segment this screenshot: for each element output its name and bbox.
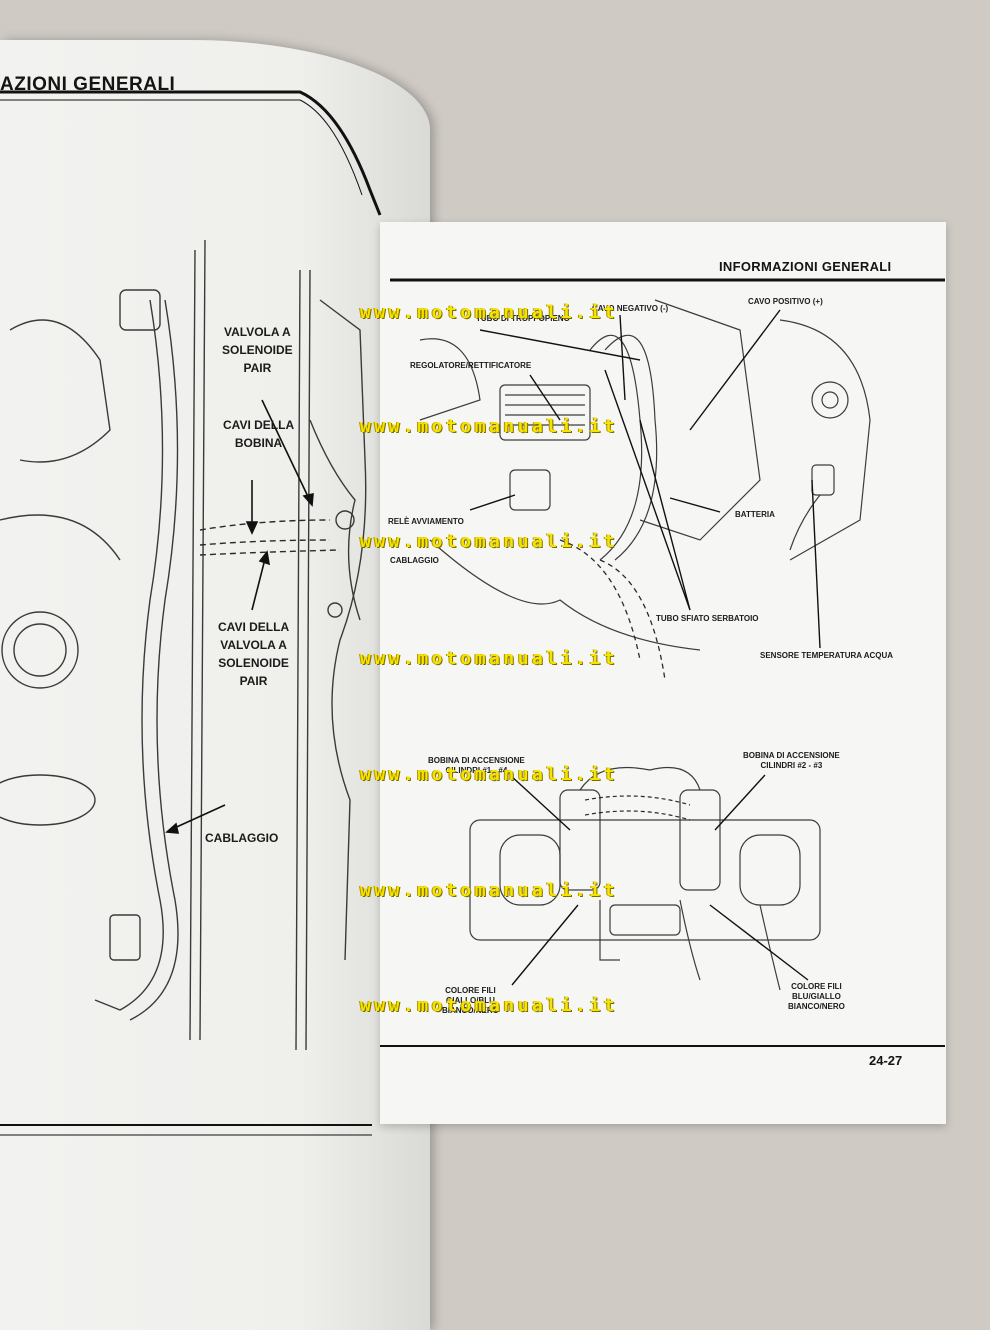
label-batteria: BATTERIA (735, 510, 775, 519)
label-avviamento: RELÈ AVVIAMENTO (388, 517, 464, 526)
watermark-1: www.motomanuali.it (360, 302, 619, 323)
label-bobina-1-4: BOBINA DI ACCENSIONE CILINDRI #1 - #4 (428, 756, 525, 775)
watermark-5: www.motomanuali.it (360, 764, 619, 785)
watermark-4: www.motomanuali.it (360, 648, 619, 669)
label-cavo-positivo: CAVO POSITIVO (+) (748, 297, 823, 306)
label-sensore: SENSORE TEMPERATURA ACQUA (760, 651, 894, 660)
label-tubo-troppopieno: TUBO DI TROPPOPIENO (476, 314, 570, 323)
page-number: 24-27 (869, 1053, 903, 1068)
watermark-2: www.motomanuali.it (360, 416, 619, 437)
left-page-header: AZIONI GENERALI (0, 74, 176, 95)
left-page (0, 40, 430, 1330)
label-cavi-valvola: CAVI DELLA VALVOLA A SOLENOIDE PAIR (218, 620, 290, 688)
watermark-7: www.motomanuali.it (360, 995, 619, 1016)
watermark-6: www.motomanuali.it (360, 880, 619, 901)
label-tubo-sfiato: TUBO SFIATO SERBATOIO (656, 614, 759, 623)
label-colore-fili-left: COLORE FILI GIALLO/BLU BIANCO/NERO (442, 986, 499, 1015)
label-cavi-bobina: CAVI DELLA BOBINA (223, 418, 295, 450)
label-regolatore: REGOLATORE/RETTIFICATORE (410, 361, 532, 370)
label-cavo-negativo: CAVO NEGATIVO (-) (592, 304, 669, 313)
watermark-3: www.motomanuali.it (360, 531, 619, 552)
label-bobina-2-3: BOBINA DI ACCENSIONE CILINDRI #2 - #3 (743, 751, 840, 770)
label-cablaggio-right: CABLAGGIO (390, 556, 439, 565)
label-cablaggio-left: CABLAGGIO (205, 831, 279, 845)
label-colore-fili-right: COLORE FILI BLU/GIALLO BIANCO/NERO (788, 982, 845, 1011)
label-valvola-solenoide: VALVOLA A SOLENOIDE PAIR (222, 325, 293, 375)
right-page (380, 222, 946, 1124)
right-page-header: INFORMAZIONI GENERALI (719, 259, 892, 274)
